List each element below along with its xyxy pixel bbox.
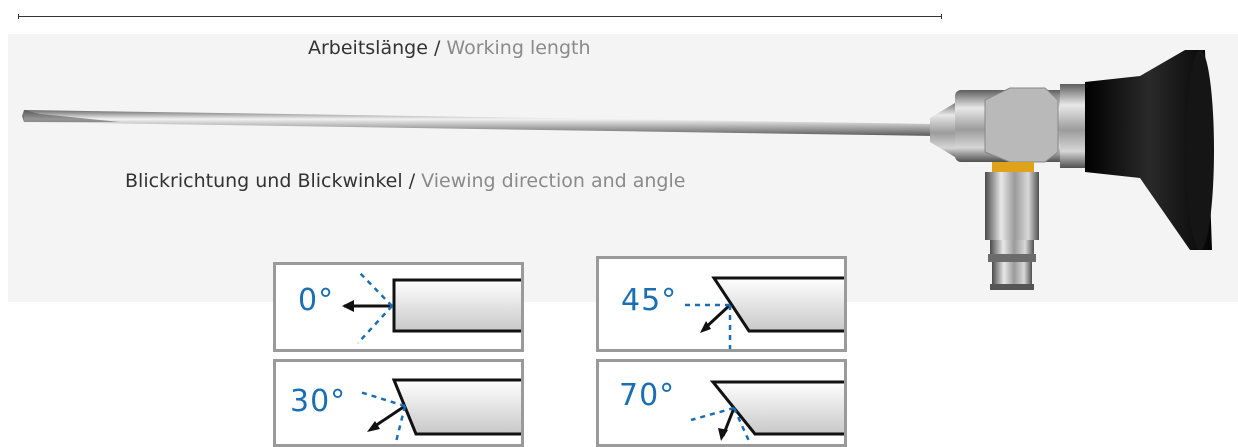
angle-diagram-30: 30°	[273, 359, 524, 447]
viewing-direction-label-en: Viewing direction and angle	[421, 170, 686, 192]
endoscope-cone	[930, 100, 960, 160]
field-of-view-line-upper	[690, 406, 735, 422]
endoscope-illustration	[22, 50, 1214, 290]
working-length-label-en: Working length	[446, 37, 591, 59]
angle-diagram-45-drawing	[683, 276, 844, 349]
angle-label-45: 45°	[621, 283, 678, 318]
field-of-view-line-upper	[357, 270, 393, 307]
viewing-direction-label: Blickrichtung und Blickwinkel / Viewing …	[125, 170, 685, 192]
angle-label-30: 30°	[290, 384, 347, 419]
viewing-direction-label-de: Blickrichtung und Blickwinkel	[125, 170, 403, 192]
field-of-view-line-lower	[394, 405, 407, 444]
dimension-tick-left	[18, 14, 19, 19]
field-of-view-line-lower	[357, 305, 393, 344]
arrow-head	[342, 300, 354, 312]
angle-diagram-45: 45°	[596, 256, 847, 352]
dimension-tick-right	[941, 14, 942, 19]
working-length-label: Arbeitslänge / Working length	[308, 37, 591, 59]
working-length-dimension-line	[18, 14, 942, 19]
angle-label-0: 0°	[298, 283, 335, 318]
direction-arrow	[371, 404, 406, 430]
endoscope-light-post	[985, 162, 1039, 290]
arrow-head	[718, 428, 728, 441]
endoscope-shaft	[22, 110, 935, 136]
viewing-direction-label-separator: /	[408, 170, 416, 192]
arrow-head	[367, 421, 380, 432]
angle-diagram-70-drawing	[690, 380, 844, 444]
angle-diagram-70: 70°	[596, 359, 847, 447]
endoscope-body	[955, 84, 1090, 168]
angle-diagram-0-drawing	[342, 270, 521, 344]
angle-diagram-30-drawing	[359, 378, 521, 444]
endoscope-eyepiece	[1085, 50, 1214, 250]
working-length-label-separator: /	[433, 37, 441, 59]
dimension-line	[18, 16, 942, 17]
arrow-head	[700, 321, 711, 333]
angle-diagram-0: 0°	[273, 262, 524, 352]
field-of-view-line-upper	[359, 390, 406, 408]
angle-label-70: 70°	[619, 378, 676, 413]
working-length-label-de: Arbeitslänge	[308, 37, 428, 59]
field-of-view-line-lower	[732, 407, 752, 444]
